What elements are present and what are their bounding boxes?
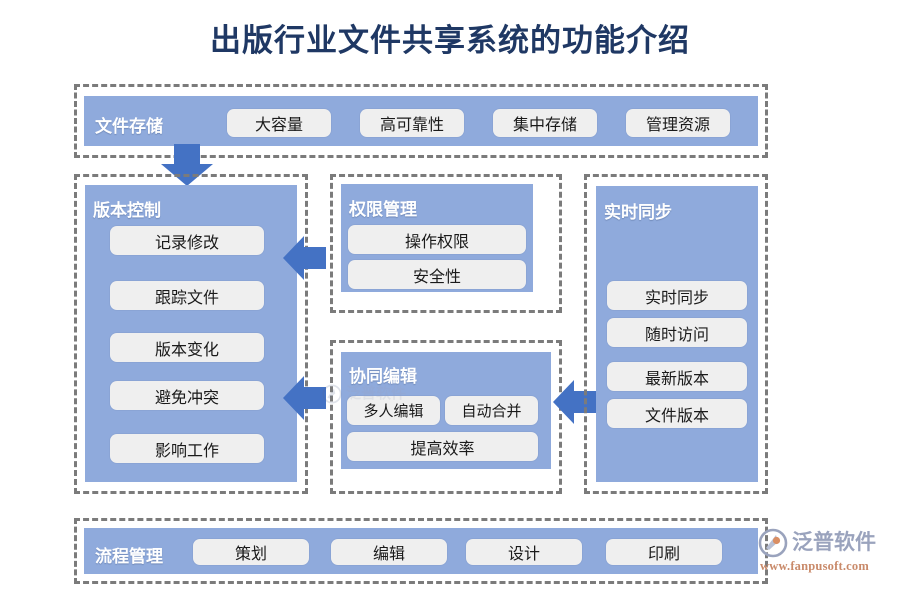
watermark-ghost-brand: 泛普软件 [346, 385, 407, 402]
fanpu-logo-ghost-icon [322, 384, 342, 404]
realtime-sync-frame [584, 174, 768, 494]
watermark-ghost: 泛普软件 [322, 382, 462, 444]
watermark-brand: 泛普软件 [792, 531, 876, 554]
realtime-sync-item-1[interactable]: 随时访问 [607, 318, 747, 347]
process-management-item-2[interactable]: 设计 [466, 539, 582, 565]
file-storage-item-1[interactable]: 高可靠性 [360, 109, 464, 137]
watermark-logo: 泛普软件 www.fanpusoft.com [758, 528, 898, 590]
permission-management-title: 权限管理 [349, 200, 417, 219]
watermark-url: www.fanpusoft.com [760, 559, 869, 573]
file-storage-item-3[interactable]: 管理资源 [626, 109, 730, 137]
file-storage-title: 文件存储 [95, 117, 163, 136]
realtime-sync-item-2[interactable]: 最新版本 [607, 362, 747, 391]
collaborative-editing-item-0[interactable]: 多人编辑 [347, 396, 440, 425]
realtime-sync-title: 实时同步 [604, 203, 672, 222]
process-management-item-0[interactable]: 策划 [193, 539, 309, 565]
version-control-item-3[interactable]: 避免冲突 [110, 381, 264, 410]
permission-management-frame [330, 174, 562, 313]
version-control-item-4[interactable]: 影响工作 [110, 434, 264, 463]
realtime-sync-item-0[interactable]: 实时同步 [607, 281, 747, 310]
page-title: 出版行业文件共享系统的功能介绍 [210, 23, 690, 58]
arrow-collab-to-version [283, 376, 326, 420]
fanpu-logo-icon [758, 528, 788, 558]
version-control-title: 版本控制 [93, 201, 161, 220]
collaborative-editing-item-1[interactable]: 自动合并 [445, 396, 538, 425]
collaborative-editing-title: 协同编辑 [349, 367, 417, 386]
realtime-sync-item-3[interactable]: 文件版本 [607, 399, 747, 428]
collaborative-editing-item-2[interactable]: 提高效率 [347, 432, 538, 461]
collaborative-editing-frame [330, 340, 562, 494]
file-storage-item-0[interactable]: 大容量 [227, 109, 331, 137]
process-management-item-1[interactable]: 编辑 [331, 539, 447, 565]
file-storage-item-2[interactable]: 集中存储 [493, 109, 597, 137]
process-management-frame [74, 518, 768, 584]
arrow-storage-to-version [161, 144, 213, 186]
process-management-item-3[interactable]: 印刷 [606, 539, 722, 565]
file-storage-frame [74, 84, 768, 158]
arrow-permission-to-version [283, 236, 326, 280]
version-control-frame [74, 174, 308, 494]
version-control-item-2[interactable]: 版本变化 [110, 333, 264, 362]
version-control-item-0[interactable]: 记录修改 [110, 226, 264, 255]
permission-management-item-0[interactable]: 操作权限 [348, 225, 526, 254]
process-management-title: 流程管理 [95, 547, 163, 566]
version-control-item-1[interactable]: 跟踪文件 [110, 281, 264, 310]
permission-management-item-1[interactable]: 安全性 [348, 260, 526, 289]
